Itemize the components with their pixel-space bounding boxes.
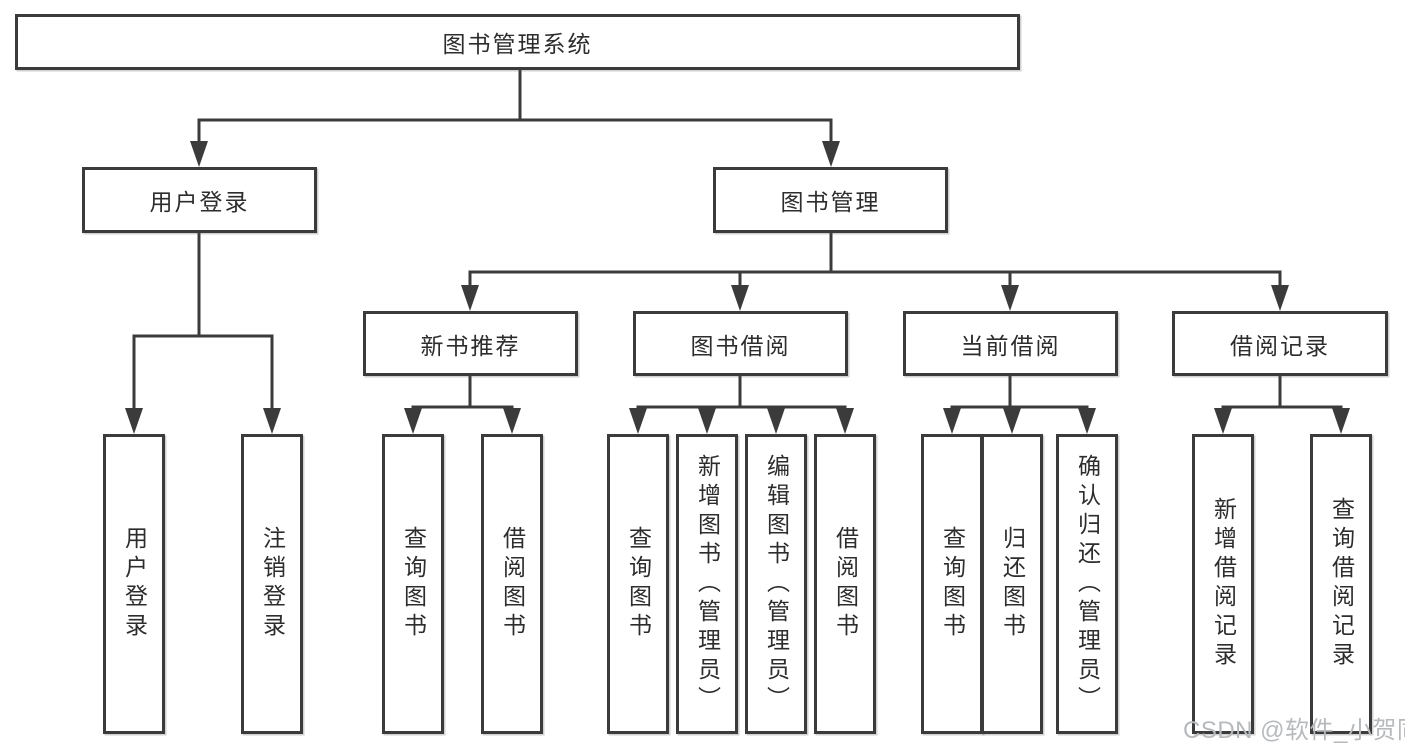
node-root: 图书管理系统 <box>15 14 1020 70</box>
leaf-borrowing-borrow-book-label: 借阅图书 <box>832 526 859 642</box>
leaf-recommend-borrow-book: 借阅图书 <box>481 434 543 734</box>
csdn-watermark: CSDN @软件_小贺同学 <box>1183 717 1405 744</box>
leaf-records-query-record-label: 查询借阅记录 <box>1328 497 1355 671</box>
leaf-recommend-query-book: 查询图书 <box>382 434 444 734</box>
leaf-records-query-record: 查询借阅记录 <box>1310 434 1372 734</box>
leaf-borrowing-add-book-admin-label: 新增图书（管理员） <box>694 453 721 715</box>
node-user-login-label: 用户登录 <box>149 189 250 215</box>
node-book-borrowing: 图书借阅 <box>633 311 848 376</box>
leaf-logout-label: 注销登录 <box>259 526 286 642</box>
leaf-records-add-record: 新增借阅记录 <box>1192 434 1254 734</box>
node-new-book-recommend-label: 新书推荐 <box>420 332 521 359</box>
leaf-borrowing-query-book: 查询图书 <box>607 434 669 734</box>
node-book-management: 图书管理 <box>713 167 948 233</box>
leaf-records-add-record-label: 新增借阅记录 <box>1210 497 1237 671</box>
leaf-user-login-label: 用户登录 <box>121 526 148 642</box>
leaf-logout: 注销登录 <box>241 434 303 734</box>
leaf-current-return-book-label: 归还图书 <box>999 526 1026 642</box>
leaf-current-query-book: 查询图书 <box>921 434 983 734</box>
leaf-current-query-book-label: 查询图书 <box>939 526 966 642</box>
node-book-management-label: 图书管理 <box>780 189 881 215</box>
leaf-borrowing-edit-book-admin-label: 编辑图书（管理员） <box>763 453 790 715</box>
leaf-current-confirm-return-admin-label: 确认归还（管理员） <box>1074 453 1101 715</box>
leaf-borrowing-edit-book-admin: 编辑图书（管理员） <box>745 434 807 734</box>
node-user-login: 用户登录 <box>82 167 317 233</box>
node-root-label: 图书管理系统 <box>442 31 593 57</box>
node-current-borrowing: 当前借阅 <box>903 311 1118 376</box>
leaf-borrowing-add-book-admin: 新增图书（管理员） <box>676 434 738 734</box>
leaf-current-return-book: 归还图书 <box>981 434 1043 734</box>
node-book-borrowing-label: 图书借阅 <box>690 332 791 359</box>
leaf-borrowing-query-book-label: 查询图书 <box>625 526 652 642</box>
node-current-borrowing-label: 当前借阅 <box>960 332 1061 359</box>
leaf-recommend-query-book-label: 查询图书 <box>400 526 427 642</box>
node-new-book-recommend: 新书推荐 <box>363 311 578 376</box>
leaf-user-login: 用户登录 <box>103 434 165 734</box>
node-borrowing-records-label: 借阅记录 <box>1230 332 1330 359</box>
leaf-borrowing-borrow-book: 借阅图书 <box>814 434 876 734</box>
leaf-current-confirm-return-admin: 确认归还（管理员） <box>1056 434 1118 734</box>
node-borrowing-records: 借阅记录 <box>1172 311 1388 376</box>
leaf-recommend-borrow-book-label: 借阅图书 <box>499 526 526 642</box>
